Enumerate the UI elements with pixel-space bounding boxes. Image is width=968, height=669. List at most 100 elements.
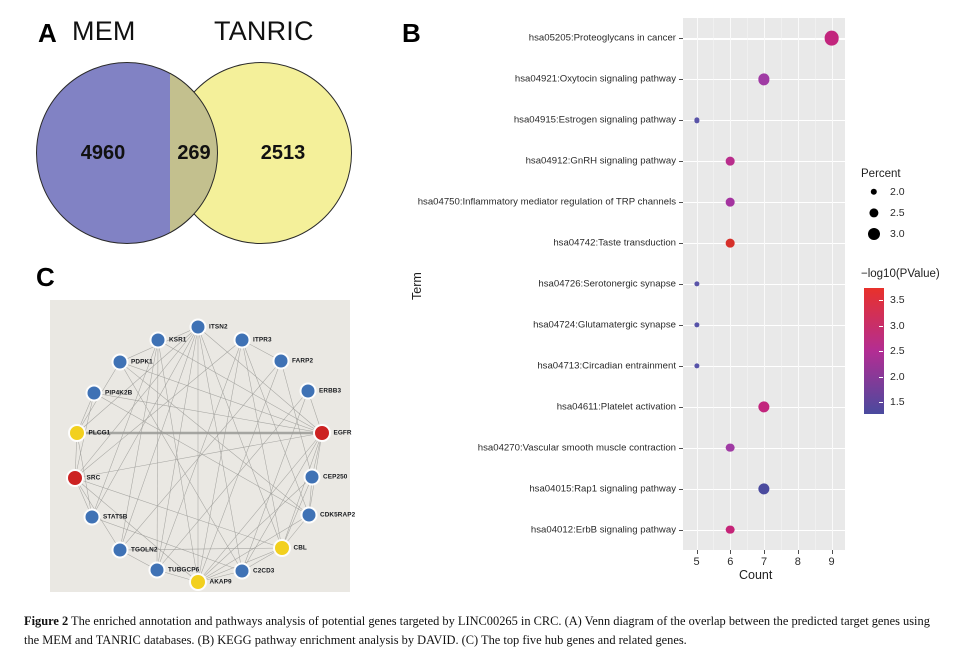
- network-node[interactable]: [66, 469, 84, 487]
- network-node-label: SRC: [86, 474, 101, 482]
- network-edge: [156, 339, 243, 571]
- data-point[interactable]: [824, 31, 839, 46]
- color-legend-tick: [879, 325, 883, 327]
- color-legend-title: −log10(PValue): [861, 268, 940, 280]
- network-node[interactable]: [111, 353, 129, 371]
- network-node[interactable]: [313, 424, 331, 442]
- y-axis-tick: [678, 243, 683, 245]
- data-point[interactable]: [725, 238, 735, 248]
- network-node[interactable]: [149, 331, 167, 349]
- data-point[interactable]: [725, 197, 735, 207]
- network-node[interactable]: [111, 541, 129, 559]
- data-point[interactable]: [758, 73, 770, 85]
- gridline-vertical-minor: [831, 18, 833, 550]
- x-axis-tick: [831, 550, 833, 554]
- x-axis-tick-label: 7: [760, 556, 768, 568]
- data-point[interactable]: [725, 156, 735, 166]
- caption-figure-number: Figure 2: [24, 614, 69, 628]
- network-edge: [157, 339, 199, 583]
- data-point[interactable]: [725, 443, 735, 453]
- network-edge: [91, 516, 243, 572]
- color-legend-label: 3.5: [890, 294, 905, 306]
- network-node[interactable]: [273, 539, 291, 557]
- network-node[interactable]: [299, 382, 317, 400]
- y-axis-tick-label: hsa04915:Estrogen signaling pathway: [513, 114, 676, 126]
- venn-left-title: MEM: [72, 16, 136, 46]
- color-legend-label: 1.5: [890, 396, 905, 408]
- network-node[interactable]: [85, 384, 103, 402]
- network-node[interactable]: [233, 331, 251, 349]
- x-axis-tick-label: 8: [794, 556, 801, 568]
- network-edge: [91, 339, 159, 518]
- network-edge: [197, 339, 243, 583]
- color-legend-label: 2.0: [890, 370, 905, 383]
- data-point[interactable]: [693, 117, 700, 123]
- color-legend-label: 3.0: [890, 319, 905, 332]
- network-node[interactable]: [272, 352, 290, 370]
- y-axis-tick-label: hsa04921:Oxytocin signaling pathway: [514, 73, 676, 85]
- network-node-label: TGOLN2: [131, 546, 158, 554]
- network-edge: [197, 326, 283, 549]
- size-legend-dot: [869, 208, 879, 218]
- network-edge: [281, 432, 323, 549]
- network-node[interactable]: [189, 573, 207, 591]
- color-legend-tick: [879, 402, 883, 403]
- network-node[interactable]: [303, 468, 321, 486]
- network-node-label: EGFR: [333, 429, 352, 437]
- y-axis-tick-label: hsa04912:GnRH signaling pathway: [525, 155, 676, 167]
- data-point[interactable]: [693, 363, 700, 369]
- network-edge: [156, 326, 199, 571]
- x-axis-tick-label: 5: [693, 556, 700, 568]
- network-node[interactable]: [300, 506, 318, 524]
- figure-caption: Figure 2 The enriched annotation and pat…: [24, 612, 942, 650]
- network-node-label: AKAP9: [209, 578, 232, 586]
- network-node[interactable]: [148, 561, 166, 579]
- data-point[interactable]: [693, 322, 700, 328]
- size-legend-label: 2.5: [890, 207, 905, 219]
- y-axis-tick-label: hsa04713:Circadian entrainment: [537, 360, 676, 372]
- y-axis-tick-label: hsa04270:Vascular smooth muscle contract…: [477, 442, 676, 454]
- network-edge: [119, 361, 310, 516]
- x-axis-tick: [730, 550, 732, 554]
- y-axis-tick-label: hsa04611:Platelet activation: [556, 401, 676, 413]
- network-node-label: PDPK1: [131, 358, 153, 366]
- venn-count-mem-only: 4960: [80, 142, 126, 164]
- network-edge: [119, 547, 283, 551]
- network-node-label: CBL: [293, 544, 307, 552]
- network-edge: [197, 326, 323, 434]
- data-point[interactable]: [758, 401, 770, 413]
- x-axis-tick-label: 9: [828, 556, 835, 568]
- network-edge: [241, 390, 309, 572]
- size-legend-label: 3.0: [890, 228, 905, 240]
- network-edge: [93, 392, 323, 434]
- panel-a-letter: A: [38, 18, 57, 48]
- x-axis-tick: [696, 550, 698, 554]
- network-edge: [74, 477, 199, 583]
- y-axis-tick: [678, 365, 683, 367]
- network-node-label: ITPR3: [253, 336, 272, 344]
- y-axis-tick-label: hsa04724:Glutamatergic synapse: [533, 319, 676, 331]
- venn-count-intersection: 269: [177, 142, 211, 164]
- size-legend-dot: [868, 228, 880, 240]
- panel-b-letter: B: [402, 18, 421, 48]
- network-node-label: KSR1: [169, 336, 187, 344]
- y-axis-tick-label: hsa05205:Proteoglycans in cancer: [528, 32, 676, 44]
- network-node-label: CEP250: [323, 473, 348, 481]
- data-point[interactable]: [758, 482, 770, 495]
- network-edge: [119, 361, 243, 572]
- data-point[interactable]: [725, 525, 735, 534]
- network-node[interactable]: [83, 508, 101, 526]
- network-node-label: PIP4K2B: [105, 389, 133, 397]
- figure-canvas: A MEM TANRIC 4960 269 2513 B hsa04012:Er…: [0, 16, 940, 600]
- y-axis-tick: [678, 284, 683, 285]
- network-node[interactable]: [68, 424, 86, 442]
- y-axis-tick: [678, 488, 683, 490]
- gridline-vertical-minor: [764, 18, 765, 550]
- network-edge: [157, 339, 323, 434]
- network-node[interactable]: [233, 562, 251, 580]
- network-edge: [156, 390, 309, 571]
- network-node[interactable]: [189, 318, 207, 336]
- color-legend-tick: [879, 351, 883, 352]
- data-point[interactable]: [693, 281, 700, 287]
